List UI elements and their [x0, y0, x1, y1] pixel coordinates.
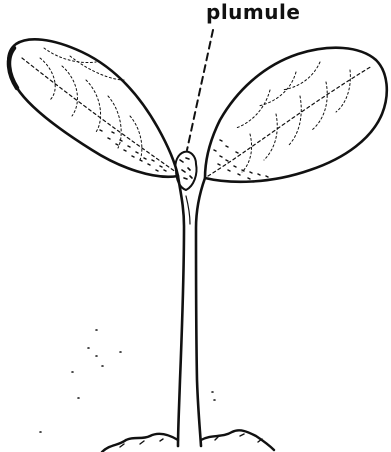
- stem: [178, 176, 205, 446]
- right-cotyledon: [205, 48, 387, 182]
- plumule-pointer-line: [187, 30, 213, 150]
- left-cotyledon: [8, 39, 178, 176]
- plumule-label: plumule: [206, 2, 300, 22]
- background-specks: [40, 330, 215, 432]
- soil-line: [102, 430, 274, 452]
